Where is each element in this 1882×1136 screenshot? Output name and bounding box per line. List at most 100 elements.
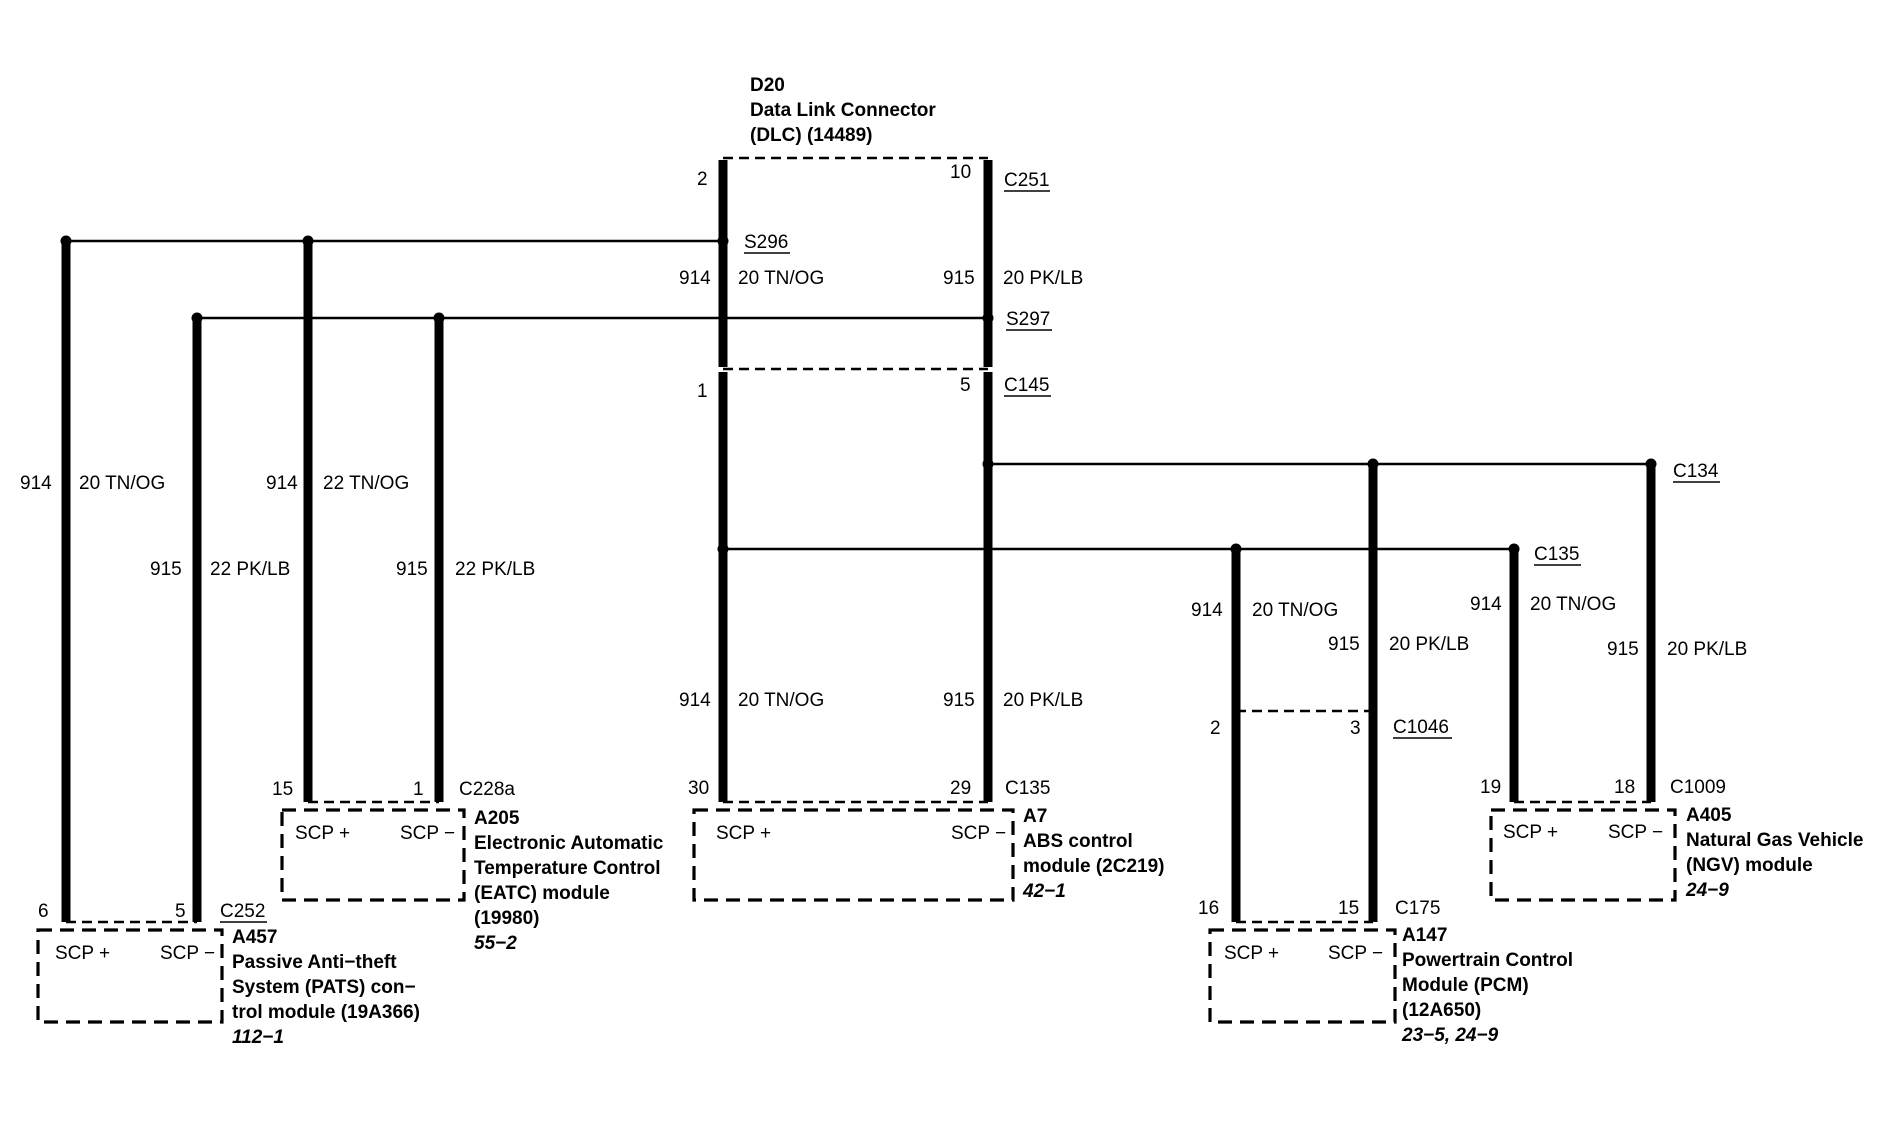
dlc-part: (DLC) (14489) [750,125,872,146]
ngv-module-name: (NGV) module [1686,855,1813,876]
abs-pin-plus: 30 [688,778,709,799]
c1009-label: C1009 [1670,777,1726,798]
eatc-pin-minus: 1 [413,779,424,800]
eatc-module-box [280,808,466,902]
abs-scp-plus: SCP + [716,823,771,844]
wire-gauge-color-label: 20 PK/LB [1003,268,1083,289]
pcm-pin-minus: 15 [1338,898,1359,919]
splice-dot-s297 [982,312,994,324]
circuit-914-label: 914 [1191,600,1223,621]
eatc-module-name: (19980) [474,908,540,929]
eatc-module-name: Temperature Control [474,858,661,879]
pcm-page-ref: 23−5, 24−9 [1401,1025,1499,1046]
pats-page-ref: 112−1 [232,1027,284,1048]
pcm-module-id: A147 [1402,925,1447,946]
circuit-914-label: 914 [679,268,711,289]
pats-scp-minus: SCP − [160,943,215,964]
eatc-module-name: Electronic Automatic [474,833,664,854]
pats-module-name: Passive Anti−theft [232,952,397,973]
splice-dot [302,235,314,247]
splice-dot [433,312,445,324]
c145-label: C145 [1004,375,1049,396]
wire-gauge-color-label: 22 PK/LB [210,559,290,580]
ngv-module-box [1489,808,1677,902]
wire-labels: 914 20 TN/OG 915 20 PK/LB 914 20 TN/OG 9… [20,268,1747,711]
c252-label: C252 [220,901,265,922]
dlc-connector: D20 Data Link Connector (DLC) (14489) 2 … [697,75,1051,402]
module-ngv: 19 18 C1009 SCP + SCP − A405 Natural Gas… [1480,777,1863,902]
dlc-id: D20 [750,75,785,96]
circuit-914-label: 914 [1470,594,1502,615]
circuit-915-label: 915 [396,559,428,580]
splice-dot [982,458,994,470]
splice-dot [717,543,729,555]
abs-scp-minus: SCP − [951,823,1006,844]
ngv-pin-plus: 19 [1480,777,1501,798]
c134-label: C134 [1673,461,1719,482]
eatc-module-name: (EATC) module [474,883,610,904]
pats-scp-plus: SCP + [55,943,110,964]
pcm-module-name: (12A650) [1402,1000,1481,1021]
eatc-page-ref: 55−2 [474,933,517,954]
abs-module-name: module (2C219) [1023,856,1164,877]
wire-gauge-color-label: 20 PK/LB [1003,690,1083,711]
eatc-scp-minus: SCP − [400,823,455,844]
ngv-pin-minus: 18 [1614,777,1635,798]
pats-pin-minus: 5 [175,901,186,922]
c1046-pin-2: 2 [1210,718,1221,739]
c251-label: C251 [1004,170,1049,191]
ngv-module-name: Natural Gas Vehicle [1686,830,1863,851]
eatc-pin-plus: 15 [272,779,293,800]
module-pats: 6 5 C252 SCP + SCP − A457 Passive Anti−t… [36,901,420,1048]
module-abs: 30 29 C135 SCP + SCP − A7 ABS control mo… [688,778,1164,902]
wire-gauge-color-label: 20 PK/LB [1667,639,1747,660]
pats-module-id: A457 [232,927,277,948]
wire-gauge-color-label: 20 PK/LB [1389,634,1469,655]
circuit-915-label: 915 [943,690,975,711]
ngv-scp-plus: SCP + [1503,822,1558,843]
c145-pin-5: 5 [960,375,971,396]
abs-module-box [692,808,1015,902]
pats-module-name: trol module (19A366) [232,1002,420,1023]
splice-dot-c134 [1645,458,1657,470]
pcm-pin-plus: 16 [1198,898,1219,919]
abs-module-name: ABS control [1023,831,1133,852]
c1046-label: C1046 [1393,717,1449,738]
eatc-module-id: A205 [474,808,520,829]
c135-label: C135 [1534,544,1579,565]
bus-lines [66,239,1651,713]
abs-c135-label: C135 [1005,778,1050,799]
splice-labels: S296 S297 C134 C135 C1046 2 3 [744,232,1720,739]
module-pcm: 16 15 C175 SCP + SCP − A147 Powertrain C… [1198,898,1573,1046]
splice-dot-c135 [1508,543,1520,555]
pats-module-box [36,928,224,1024]
ngv-page-ref: 24−9 [1685,880,1729,901]
pcm-module-box [1208,928,1397,1024]
wire-gauge-color-label: 20 TN/OG [1252,600,1338,621]
eatc-scp-plus: SCP + [295,823,350,844]
abs-pin-minus: 29 [950,778,971,799]
circuit-915-label: 915 [1607,639,1639,660]
c175-label: C175 [1395,898,1440,919]
pcm-scp-plus: SCP + [1224,943,1279,964]
wire-gauge-color-label: 22 PK/LB [455,559,535,580]
pcm-scp-minus: SCP − [1328,943,1383,964]
pcm-module-name: Module (PCM) [1402,975,1529,996]
circuit-914-label: 914 [20,473,52,494]
dlc-pin-10: 10 [950,162,971,183]
splice-dot [60,235,72,247]
wire-gauge-color-label: 20 TN/OG [738,268,824,289]
pats-module-name: System (PATS) con− [232,977,416,998]
circuit-914-label: 914 [679,690,711,711]
dlc-name: Data Link Connector [750,100,936,121]
main-wires [61,160,1656,922]
abs-module-id: A7 [1023,806,1047,827]
pcm-module-name: Powertrain Control [1402,950,1573,971]
s297-label: S297 [1006,309,1050,330]
abs-page-ref: 42−1 [1022,881,1066,902]
c228a-label: C228a [459,779,515,800]
splice-dot-s296 [717,235,729,247]
splice-points [60,235,1657,555]
circuit-915-label: 915 [150,559,182,580]
